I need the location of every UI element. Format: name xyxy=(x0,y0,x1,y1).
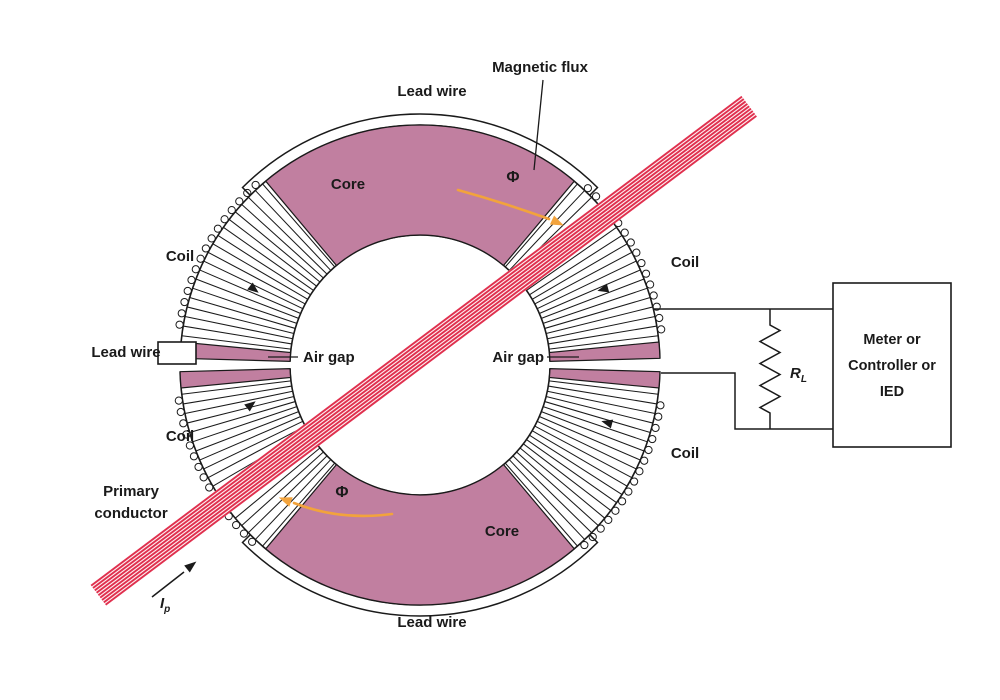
coil-lower-right-label: Coil xyxy=(671,445,699,462)
coil-windings xyxy=(174,180,666,550)
primary-conductor-label-1: Primary xyxy=(103,483,160,500)
primary-current-arrow xyxy=(151,571,185,598)
lead-wire-bottom-label: Lead wire xyxy=(397,614,466,631)
secondary-circuit xyxy=(654,282,952,448)
lead-wire-arc-bottom xyxy=(241,534,599,617)
air-gap-right-label: Air gap xyxy=(492,349,544,366)
primary-conductor-stripes xyxy=(90,95,757,606)
rl-symbol: R xyxy=(790,365,801,382)
coil-current-arrow xyxy=(244,401,256,412)
diagram-labels: Magnetic flux Lead wire Core Φ Coil Coil… xyxy=(91,59,936,631)
device-box-line2: Controller or xyxy=(848,358,936,374)
coil-upper-left-label: Coil xyxy=(166,248,194,265)
air-gap-slots xyxy=(172,358,668,372)
coil-sector xyxy=(504,380,665,550)
flux-arrowhead-top xyxy=(549,215,564,226)
air-gap-slot xyxy=(172,358,299,372)
lead-wire-terminal xyxy=(157,341,197,365)
primary-conductor xyxy=(90,95,757,606)
core-bottom-label: Core xyxy=(485,523,519,540)
coil-current-arrow xyxy=(247,282,259,293)
flux-symbol-top: Φ xyxy=(506,169,519,186)
lead-wire-arcs xyxy=(241,113,599,617)
lead-wire-top-label: Lead wire xyxy=(397,83,466,100)
device-box-line1: Meter or xyxy=(863,332,921,348)
magnetic-flux-leader xyxy=(533,79,544,171)
device-box-line3: IED xyxy=(880,384,904,400)
core-section xyxy=(264,124,576,267)
core-section xyxy=(548,341,661,362)
load-resistor-label: RL xyxy=(790,365,807,385)
coil-current-arrow xyxy=(597,283,610,293)
air-gap-left-label: Air gap xyxy=(303,349,355,366)
direction-arrows xyxy=(244,215,614,507)
core-section xyxy=(548,368,661,389)
ip-symbol: I xyxy=(160,595,165,612)
air-gap-slot xyxy=(541,358,668,372)
rl-subscript: L xyxy=(801,374,807,385)
primary-current-arrowhead xyxy=(184,561,197,573)
core-sections xyxy=(179,124,661,606)
coil-current-arrow xyxy=(601,419,614,429)
flux-symbol-bottom: Φ xyxy=(335,484,348,501)
secondary-wire-bottom xyxy=(661,372,833,430)
coil-upper-right-label: Coil xyxy=(671,254,699,271)
coil-lower-left-label: Coil xyxy=(166,428,194,445)
device-box xyxy=(832,282,952,448)
core-top-label: Core xyxy=(331,176,365,193)
coil-sector xyxy=(175,180,336,350)
primary-conductor-label-2: conductor xyxy=(94,505,167,522)
flux-arrow-bottom xyxy=(292,501,394,518)
ip-subscript: p xyxy=(163,604,170,615)
magnetic-flux-label: Magnetic flux xyxy=(492,59,589,76)
primary-current-label: Ip xyxy=(160,595,170,615)
core-section xyxy=(264,463,576,606)
flux-arrowhead-bottom xyxy=(278,497,293,507)
burden-resistor xyxy=(758,309,782,429)
lead-wire-arc-top xyxy=(241,113,599,196)
flux-arrow-top xyxy=(456,188,551,221)
primary-current-arrowhead xyxy=(184,561,197,573)
core-section xyxy=(179,368,292,389)
lead-wire-left-label: Lead wire xyxy=(91,344,160,361)
